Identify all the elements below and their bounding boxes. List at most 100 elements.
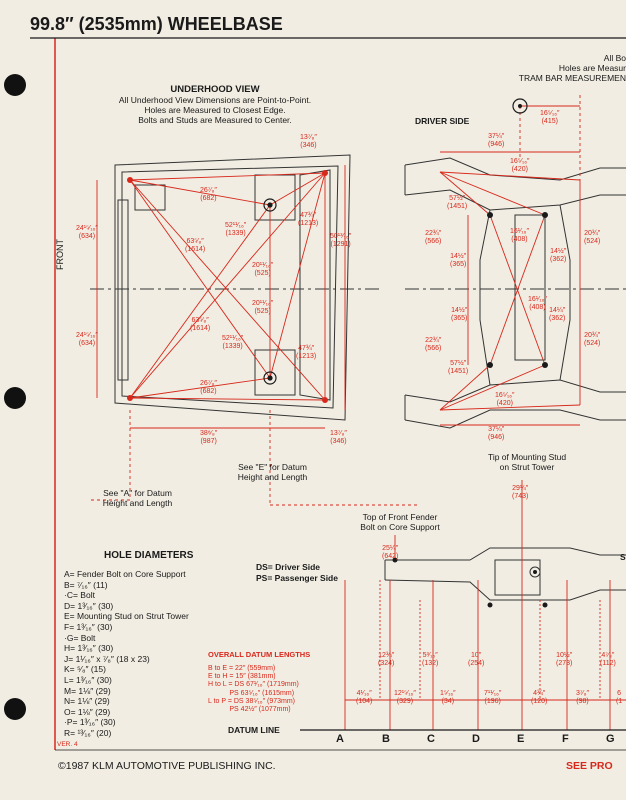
dimension-mm: (1291): [330, 241, 351, 248]
dimension-inches: 26⁷⁄₈″: [200, 380, 217, 387]
dimension-mm: (634): [78, 233, 96, 240]
dimension-inches: 16¹⁄₁₆″: [510, 228, 529, 235]
hole-diameter-row: ·G= Bolt: [64, 632, 96, 643]
dimension-inches: 24¹⁵⁄₁₆″: [76, 332, 98, 339]
dimension-mm: (524): [584, 238, 601, 245]
dimension-label: 16⁵⁄₁₆″(415): [540, 110, 560, 126]
hole-diameter-row: B= ⁷⁄₁₆″ (11): [64, 579, 108, 590]
binder-hole: [4, 387, 26, 409]
dimension-label: 24¹⁵⁄₁₆″(634): [76, 332, 98, 348]
dimension-inches: 26⁷⁄₈″: [200, 187, 217, 194]
dimension-inches: 16⁵⁄₁₆″: [540, 110, 560, 117]
underhood-header: UNDERHOOD VIEW All Underhood View Dimens…: [95, 85, 335, 126]
dimension-mm: (1614): [190, 325, 211, 332]
frame-bottom-view: [404, 157, 626, 429]
datum-lengths-title: OVERALL DATUM LENGTHS: [208, 650, 311, 659]
dimension-label: 16¹⁄₁₆″(408): [510, 228, 529, 244]
dimension-label: 37¼″(946): [488, 426, 504, 442]
dimension-label: 52¹¹⁄₁₆″(1339): [222, 335, 243, 351]
dimension-mm: (1451): [448, 368, 469, 375]
dimension-label: 1⁵⁄₁₆″(34): [440, 690, 456, 705]
dimension-inches: 47¾″: [300, 212, 317, 219]
legend-ps: PS= Passenger Side: [256, 572, 338, 583]
datum-letter: B: [382, 733, 390, 745]
dimension-inches: 20¹¹⁄₁₆″: [252, 300, 274, 307]
datum-length-row: PS 63⁵⁄₁₆″ (1615mm): [208, 689, 295, 697]
dimension-label: 5³⁄₁₆″(132): [422, 652, 439, 667]
dimension-mm: (525): [254, 308, 271, 315]
dimension-inches: 20¾″: [584, 332, 601, 339]
dimension-label: 4⁷⁄₈″(112): [600, 652, 616, 667]
dimension-inches: 16¹⁄₁₆″: [528, 296, 547, 303]
dimension-inches: 50¹³⁄₁₆″: [330, 233, 352, 240]
datum-length-row: H to L = DS 67¹⁄₁₆″ (1719mm): [208, 681, 299, 689]
dimension-mm: (682): [200, 388, 217, 395]
dimension-label: 14½″(365): [451, 307, 467, 323]
dimension-inches: 37¼″: [488, 426, 505, 433]
hole-diameter-row: F= 1³⁄₁₆″ (30): [64, 621, 113, 632]
dimension-mm: (525): [254, 270, 271, 277]
hole-diameter-row: N= 1⅛″ (29): [64, 696, 110, 707]
dimension-label: 38⁸⁄₈″(987): [200, 430, 217, 446]
datum-letter: F: [562, 733, 569, 745]
dimension-label: 13⁷⁄₈″(346): [330, 430, 347, 446]
dimension-label: 22¾″(566): [425, 337, 441, 353]
dimension-mm: (365): [451, 315, 468, 322]
dimension-label: 29¼″(743): [512, 485, 529, 500]
dimension-label: 57½″(1451): [447, 195, 467, 211]
hole-diameters-title: HOLE DIAMETERS: [104, 550, 194, 561]
dimension-label: 20¹¹⁄₁₆″(525): [252, 300, 273, 316]
hole-diameter-row: R= ¹³⁄₁₆″ (20): [64, 727, 112, 738]
dimension-mm: (362): [550, 256, 567, 263]
dimension-label: 22¾″(566): [425, 230, 441, 246]
dimension-inches: 16⁵⁄₁₆″: [495, 392, 515, 399]
dimension-label: 25¼″(642): [382, 545, 399, 560]
hole-diameter-row: D= 1³⁄₁₆″ (30): [64, 600, 114, 611]
dimension-mm: (682): [200, 195, 217, 202]
dimension-inches: 22¾″: [425, 230, 442, 237]
dimension-label: 10″(254): [468, 652, 485, 667]
page-title: 99.8″ (2535mm) WHEELBASE: [30, 14, 283, 34]
dimension-mm: (946): [488, 434, 505, 441]
hole-diameter-row: L= 1³⁄₁₆″ (30): [64, 674, 112, 685]
hole-diameter-row: M= 1⅛″ (29): [64, 685, 111, 696]
dimension-mm: (566): [425, 238, 442, 245]
note-line: Holes are Measur: [558, 63, 626, 73]
dimension-label: 20¾″(524): [584, 230, 600, 246]
dimension-label: 14½″(362): [550, 248, 566, 264]
dimension-label: 24¹⁵⁄₁₆″(634): [76, 225, 98, 241]
dimension-inches: 14½″: [450, 253, 467, 260]
dimension-mm: (420): [496, 400, 513, 407]
dimension-label: 63⁵⁄₈″(1614): [190, 317, 210, 333]
dimension-label: 26⁷⁄₈″(682): [200, 380, 217, 396]
dimension-inches: 52¹¹⁄₁₆″: [222, 335, 244, 342]
top-right-note: All Bo Holes are Measur TRAM BAR MEASURE…: [519, 53, 626, 83]
dimension-label: 4¾″(120): [531, 690, 548, 705]
datum-letter: E: [517, 733, 525, 745]
dimension-label: 12¹⁵⁄₁₆″(329): [394, 690, 416, 705]
side-legend: DS= Driver Side PS= Passenger Side: [256, 562, 338, 583]
dimension-label: 47¾″(1213): [298, 212, 318, 228]
dimension-label: 16⁵⁄₁₆″(420): [495, 392, 515, 408]
datum-letter: C: [427, 733, 435, 745]
front-label: FRONT: [55, 239, 65, 270]
hole-diameter-row: J= 1¹⁄₁₆″ x ⁷⁄₈″ (18 x 23): [64, 653, 150, 664]
underhood-drawing: [90, 154, 380, 421]
dimension-inches: 20¹¹⁄₁₆″: [252, 262, 274, 269]
dimension-mm: (1614): [185, 246, 206, 253]
dimension-mm: (634): [78, 340, 96, 347]
underhood-note: All Underhood View Dimensions are Point-…: [118, 95, 312, 105]
edge-letter: S: [620, 552, 626, 562]
hole-diameter-row: ·C= Bolt: [64, 590, 95, 601]
binder-hole: [4, 74, 26, 96]
dimension-label: 52¹¹⁄₁₆″(1339): [225, 222, 246, 238]
dimension-mm: (420): [511, 166, 528, 173]
dimension-inches: 57½″: [450, 360, 467, 367]
dimension-mm: (1213): [296, 353, 317, 360]
dimension-label: 3⁷⁄₈″(98): [576, 690, 589, 705]
dimension-mm: (987): [200, 438, 217, 445]
